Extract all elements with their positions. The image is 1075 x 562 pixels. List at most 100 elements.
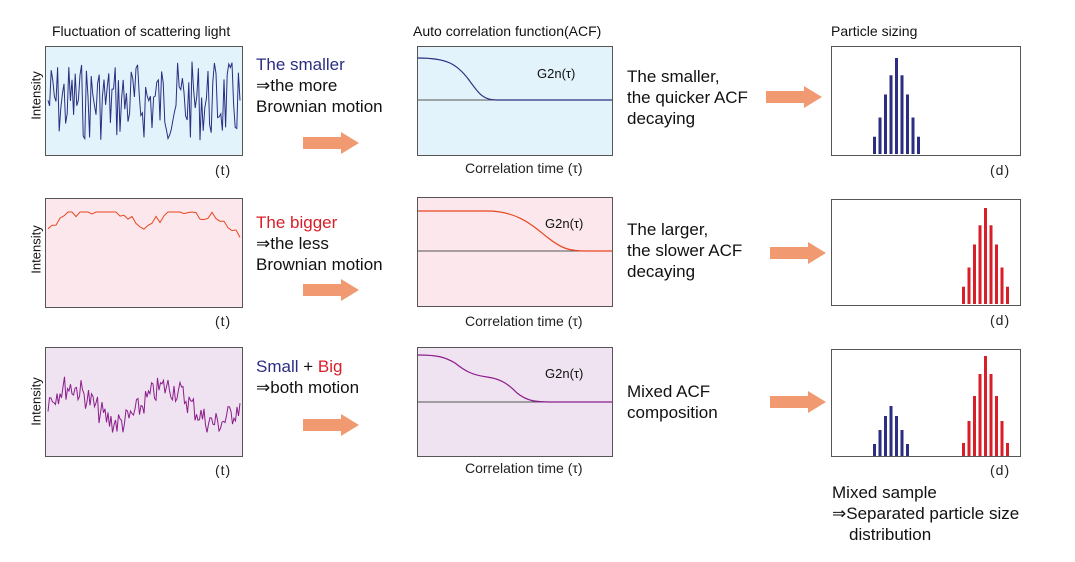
acf-curve-small bbox=[417, 57, 612, 101]
time-axis-label-2: (t) bbox=[215, 313, 232, 329]
acf-column-header: Auto correlation function(ACF) bbox=[413, 23, 602, 39]
histogram-big-bar-7 bbox=[1000, 267, 1004, 304]
size-histogram-big bbox=[831, 199, 1021, 306]
footer-line2: ⇒Separated particle size bbox=[832, 504, 1020, 523]
histogram-small-bar-7 bbox=[911, 117, 915, 154]
histogram-mixed-small-bar-2 bbox=[884, 416, 887, 456]
histogram-mixed-big-bar-5 bbox=[989, 374, 993, 456]
diameter-axis-label-1: (d) bbox=[990, 162, 1011, 178]
desc-highlight-big: The bigger bbox=[256, 213, 338, 232]
histogram-mixed-big-bar-1 bbox=[967, 421, 971, 456]
acf-label-2: G2n(τ) bbox=[545, 216, 583, 231]
acf-note-line2: composition bbox=[627, 403, 718, 422]
signal-trace-mixed bbox=[47, 376, 241, 433]
histogram-big-bar-5 bbox=[989, 225, 993, 304]
histogram-small-bar-1 bbox=[878, 117, 882, 154]
histogram-small-bar-8 bbox=[917, 136, 920, 154]
histogram-small-bar-2 bbox=[884, 94, 887, 154]
intensity-axis-label-3: Intensity bbox=[28, 377, 44, 426]
desc-big: Big bbox=[317, 357, 343, 376]
desc-small: Small bbox=[256, 357, 299, 376]
acf-panel-small: G2n(τ) bbox=[417, 46, 613, 156]
histogram-big-bar-2 bbox=[973, 244, 976, 304]
histogram-small-bar-6 bbox=[906, 94, 909, 154]
histogram-big-bar-0 bbox=[962, 286, 965, 304]
size-histogram-mixed bbox=[831, 349, 1021, 457]
acf-note-big: The larger, the slower ACF decaying bbox=[627, 219, 742, 282]
size-description-big: The bigger ⇒the less Brownian motion bbox=[256, 212, 383, 275]
histogram-big-bar-8 bbox=[1006, 286, 1009, 304]
histogram-mixed-small-bar-3 bbox=[889, 406, 893, 456]
desc-line1-mixed: Small + Big bbox=[256, 356, 359, 377]
intensity-axis-label-2: Intensity bbox=[28, 225, 44, 274]
signal-column-header: Fluctuation of scattering light bbox=[52, 23, 231, 39]
acf-curve-mixed bbox=[417, 354, 612, 403]
size-histogram-small bbox=[831, 46, 1021, 156]
acf-note-line3: decaying bbox=[627, 109, 696, 128]
acf-note-line1: The larger, bbox=[627, 220, 709, 239]
acf-note-line2: the quicker ACF bbox=[627, 88, 748, 107]
acf-note-line3: decaying bbox=[627, 262, 696, 281]
histogram-mixed-big-bar-6 bbox=[995, 396, 998, 456]
arrow-right-icon bbox=[770, 391, 826, 413]
time-axis-label-1: (t) bbox=[215, 162, 232, 178]
histogram-small-bar-0 bbox=[873, 136, 876, 154]
histogram-mixed-small-bar-4 bbox=[895, 416, 898, 456]
signal-trace-big bbox=[47, 211, 241, 238]
size-description-small: The smaller ⇒the more Brownian motion bbox=[256, 54, 383, 117]
signal-trace-small bbox=[47, 61, 241, 141]
histogram-big-bar-4 bbox=[984, 208, 987, 304]
diameter-axis-label-3: (d) bbox=[990, 462, 1011, 478]
correlation-time-label-1: Correlation time (τ) bbox=[465, 160, 583, 176]
correlation-time-label-2: Correlation time (τ) bbox=[465, 313, 583, 329]
histogram-mixed-big-bar-8 bbox=[1006, 443, 1009, 456]
diameter-axis-label-2: (d) bbox=[990, 312, 1011, 328]
desc-line3-big: Brownian motion bbox=[256, 255, 383, 274]
desc-line2-big: ⇒the less bbox=[256, 234, 329, 253]
size-description-mixed: Small + Big ⇒both motion bbox=[256, 356, 359, 398]
histogram-mixed-big-bar-0 bbox=[962, 443, 965, 456]
acf-panel-mixed: G2n(τ) bbox=[417, 347, 613, 457]
desc-plus: + bbox=[298, 357, 318, 376]
arrow-right-icon bbox=[303, 279, 359, 301]
histogram-small-bar-4 bbox=[895, 58, 898, 154]
footer-line1: Mixed sample bbox=[832, 483, 937, 502]
acf-panel-big: G2n(τ) bbox=[417, 197, 613, 307]
acf-curve-big bbox=[418, 210, 612, 252]
arrow-right-icon bbox=[303, 132, 359, 154]
intensity-axis-label-1: Intensity bbox=[28, 71, 44, 120]
signal-panel-small bbox=[45, 46, 243, 156]
acf-note-small: The smaller, the quicker ACF decaying bbox=[627, 66, 748, 129]
footer-line3: distribution bbox=[849, 525, 932, 544]
histogram-big-bar-1 bbox=[967, 267, 971, 304]
histogram-big-bar-3 bbox=[978, 225, 982, 304]
desc-highlight-small: The smaller bbox=[256, 55, 345, 74]
acf-label-3: G2n(τ) bbox=[545, 366, 583, 381]
arrow-right-icon bbox=[766, 86, 822, 108]
sizing-column-header: Particle sizing bbox=[831, 23, 918, 39]
histogram-mixed-small-bar-0 bbox=[873, 444, 876, 456]
signal-panel-mixed bbox=[45, 347, 243, 457]
time-axis-label-3: (t) bbox=[215, 462, 232, 478]
acf-label-1: G2n(τ) bbox=[537, 66, 575, 81]
signal-panel-big bbox=[45, 198, 243, 308]
acf-note-mixed: Mixed ACF composition bbox=[627, 381, 718, 423]
desc-line2-mixed: ⇒both motion bbox=[256, 378, 360, 397]
histogram-mixed-big-bar-4 bbox=[984, 356, 987, 456]
histogram-mixed-big-bar-7 bbox=[1000, 421, 1004, 456]
arrow-right-icon bbox=[770, 242, 826, 264]
acf-note-line1: Mixed ACF bbox=[627, 382, 711, 401]
histogram-small-bar-3 bbox=[889, 75, 893, 154]
acf-note-line2: the slower ACF bbox=[627, 241, 743, 260]
histogram-big-bar-6 bbox=[995, 244, 998, 304]
desc-line3-small: Brownian motion bbox=[256, 97, 383, 116]
histogram-mixed-big-bar-3 bbox=[978, 374, 982, 456]
arrow-right-icon bbox=[303, 414, 359, 436]
acf-note-line1: The smaller, bbox=[627, 67, 720, 86]
histogram-small-bar-5 bbox=[900, 75, 904, 154]
histogram-mixed-big-bar-2 bbox=[973, 396, 976, 456]
desc-line2-small: ⇒the more bbox=[256, 76, 338, 95]
histogram-mixed-small-bar-6 bbox=[906, 444, 909, 456]
correlation-time-label-3: Correlation time (τ) bbox=[465, 460, 583, 476]
histogram-mixed-small-bar-1 bbox=[878, 430, 882, 456]
